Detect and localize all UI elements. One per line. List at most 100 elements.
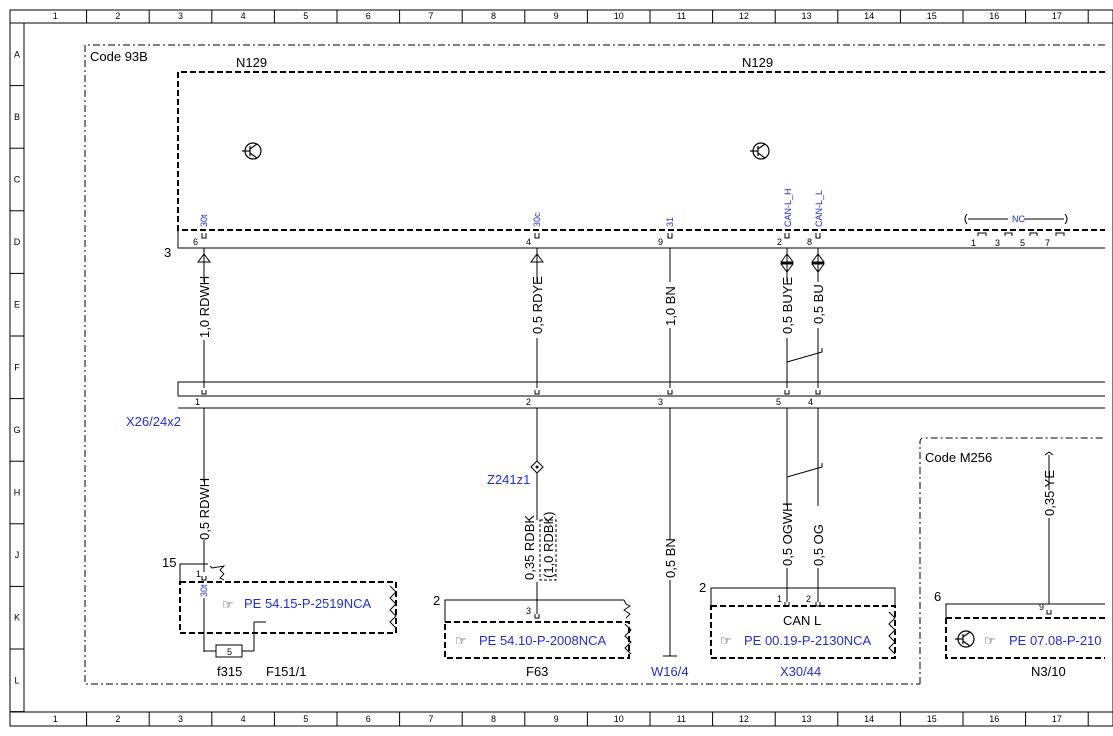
grid-column-label: 10 xyxy=(614,714,624,724)
x26-pin-number: 1 xyxy=(195,397,200,407)
grid-row-label: E xyxy=(14,300,20,310)
code-m256-label: Code M256 xyxy=(925,450,992,465)
grid-row-label: J xyxy=(15,550,20,560)
grid-column-label: 15 xyxy=(927,11,937,21)
f63-component xyxy=(444,599,632,659)
x26-label[interactable]: X26/24x2 xyxy=(126,414,181,429)
nc-pin-number: 7 xyxy=(1045,238,1050,248)
n129-title-right: N129 xyxy=(742,55,773,70)
grid-column-label: 8 xyxy=(491,714,496,724)
x26-connector xyxy=(177,381,1105,409)
f315-label: f315 xyxy=(217,664,242,679)
pin-signal-label: 30c xyxy=(532,212,542,227)
grid-column-label: 7 xyxy=(428,11,433,21)
grid-column-label: 17 xyxy=(1052,714,1062,724)
transistor-icon xyxy=(750,142,770,160)
lower-wires xyxy=(203,408,1050,657)
reference-link-f63[interactable]: PE 54.10-P-2008NCA xyxy=(479,633,607,648)
grid-row-label: A xyxy=(14,49,20,59)
grid-column-label: 11 xyxy=(677,714,686,724)
pin-stubs xyxy=(201,233,821,239)
code-m256-boundary xyxy=(919,437,1105,684)
wire-label: 0,5 BN xyxy=(663,538,678,578)
f151-connector-number: 15 xyxy=(162,555,176,570)
grid-column-label: 3 xyxy=(178,714,183,724)
wire-label: 1,0 RDWH xyxy=(197,276,212,338)
pin-signal-label: CAN-L_L xyxy=(814,190,824,227)
grid-column-label: 16 xyxy=(989,714,999,724)
wire-label: 1,0 BN xyxy=(663,286,678,326)
column-ticks: 1122334455667788991010111112121313141415… xyxy=(53,10,1089,726)
n129-title-left: N129 xyxy=(236,55,267,70)
grid-row-label: C xyxy=(14,175,21,185)
n310-label: N3/10 xyxy=(1031,664,1066,679)
upper-wires xyxy=(203,248,823,388)
x26-pin-number: 5 xyxy=(776,397,781,407)
pin-signal-label: 31 xyxy=(665,217,675,227)
grid-row-label: G xyxy=(13,425,20,435)
grid-column-label: 7 xyxy=(428,714,433,724)
grid-column-label: 5 xyxy=(303,714,308,724)
pin-number: 1 xyxy=(777,594,782,604)
code-93b-label: Code 93B xyxy=(90,49,148,64)
code-93b-boundary xyxy=(84,44,1105,685)
grid-column-label: 14 xyxy=(864,11,874,21)
grid-row-label: L xyxy=(14,675,19,685)
grid-column-label: 12 xyxy=(739,11,749,21)
grid-column-label: 6 xyxy=(366,11,371,21)
grid-column-label: 10 xyxy=(614,11,624,21)
pin-number: 6 xyxy=(193,237,198,247)
wire-direction-arrows xyxy=(197,253,825,273)
grid-column-label: 1 xyxy=(53,714,58,724)
fuse-pin-number: 5 xyxy=(227,647,232,657)
grid-row-label: D xyxy=(14,237,21,247)
pointing-hand-icon: ☞ xyxy=(984,633,996,648)
reference-link-n310[interactable]: PE 07.08-P-210 xyxy=(1009,633,1102,648)
wire-label: (1,0 RDBK) xyxy=(541,512,556,578)
grid-column-label: 2 xyxy=(115,11,120,21)
wire-label: 0,5 RDYE xyxy=(530,276,545,334)
reference-link-f151[interactable]: PE 54.15-P-2519NCA xyxy=(244,596,372,611)
wire-label: 0,5 OGWH xyxy=(780,502,795,566)
pin-signal-label: 30t xyxy=(199,214,209,227)
grid-frame xyxy=(9,9,1113,727)
wire-label: 0,5 OG xyxy=(811,524,826,566)
grid-row-label: F xyxy=(14,362,20,372)
f151-label: F151/1 xyxy=(266,664,306,679)
x26-pin-number: 2 xyxy=(526,397,531,407)
transistor-icon xyxy=(242,142,262,160)
grid-column-label: 13 xyxy=(801,11,811,21)
pin-number: 9 xyxy=(658,237,663,247)
pin-number: 4 xyxy=(526,237,531,247)
nc-label: NC xyxy=(1012,214,1025,224)
n310-component xyxy=(945,603,1105,659)
grid-column-label: 6 xyxy=(366,714,371,724)
grid-row-label: H xyxy=(14,488,21,498)
pin-number: 9 xyxy=(1039,602,1044,612)
pin-signal-label: CAN-L_H xyxy=(783,188,793,227)
grid-column-label: 13 xyxy=(801,714,811,724)
pin-number: 2 xyxy=(777,237,782,247)
grid-row-label: K xyxy=(14,613,20,623)
pin-signal-label: 30t xyxy=(199,584,209,597)
pin-number: 3 xyxy=(526,606,531,616)
f63-connector-number: 2 xyxy=(433,593,440,608)
x3044-label[interactable]: X30/44 xyxy=(780,664,821,679)
z241z1-label[interactable]: Z241z1 xyxy=(487,472,530,487)
grid-column-label: 4 xyxy=(241,11,246,21)
nc-pin-number: 1 xyxy=(971,238,976,248)
grid-column-label: 5 xyxy=(303,11,308,21)
grid-column-label: 9 xyxy=(554,714,559,724)
n310-connector-number: 6 xyxy=(934,589,941,604)
optional-wire-box xyxy=(539,519,557,581)
pin-number: 8 xyxy=(807,237,812,247)
n129-box xyxy=(177,71,1105,231)
nc-bracket xyxy=(964,213,1068,236)
pin-number: 1 xyxy=(196,569,201,579)
w164-label[interactable]: W16/4 xyxy=(651,664,689,679)
transistor-icon xyxy=(955,630,975,648)
grid-column-label: 3 xyxy=(178,11,183,21)
nc-pin-number: 3 xyxy=(995,238,1000,248)
reference-link-x30[interactable]: PE 00.19-P-2130NCA xyxy=(744,633,872,648)
